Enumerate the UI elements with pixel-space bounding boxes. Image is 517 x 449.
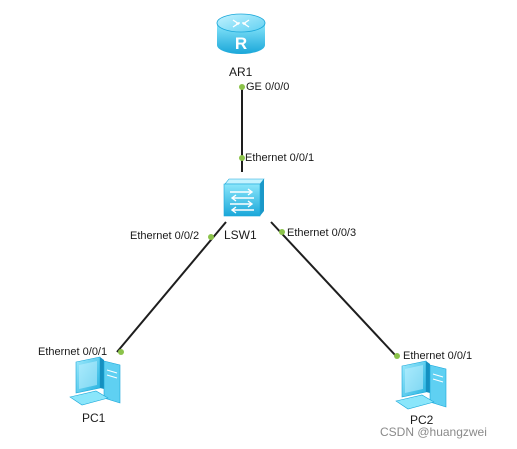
switch-icon xyxy=(223,178,265,217)
svg-text:R: R xyxy=(235,34,247,53)
port-dot-pc2-e001 xyxy=(394,353,400,359)
port-dot-pc1-e001 xyxy=(118,349,124,355)
router-icon: R xyxy=(216,13,266,54)
pc1[interactable] xyxy=(69,356,121,406)
device-name-pc1: PC1 xyxy=(82,411,106,425)
port-label-pc2-e001: Ethernet 0/0/1 xyxy=(403,350,473,362)
router-ar1[interactable]: R xyxy=(216,13,266,54)
port-label-lsw1-e001: Ethernet 0/0/1 xyxy=(245,152,315,164)
device-name-pc2: PC2 xyxy=(410,413,434,427)
port-label-lsw1-e002: Ethernet 0/0/2 xyxy=(130,230,200,242)
pc2[interactable] xyxy=(395,360,447,410)
link-lsw1-pc2[interactable] xyxy=(270,221,397,357)
port-label-ar1-ge000: GE 0/0/0 xyxy=(246,81,290,93)
device-name-ar1: AR1 xyxy=(229,65,253,79)
device-name-lsw1: LSW1 xyxy=(224,228,257,242)
port-dot-ar1-ge000 xyxy=(239,84,245,90)
pc-icon xyxy=(69,356,121,406)
watermark: CSDN @huangzwei xyxy=(380,425,487,439)
port-label-lsw1-e003: Ethernet 0/0/3 xyxy=(287,227,357,239)
port-label-pc1-e001: Ethernet 0/0/1 xyxy=(38,346,108,358)
link-lsw1-pc1[interactable] xyxy=(116,221,227,353)
pc-icon xyxy=(395,360,447,410)
port-dot-lsw1-e002 xyxy=(208,234,214,240)
switch-lsw1[interactable] xyxy=(223,178,265,217)
port-dot-lsw1-e003 xyxy=(279,229,285,235)
port-dot-lsw1-e001 xyxy=(239,155,245,161)
